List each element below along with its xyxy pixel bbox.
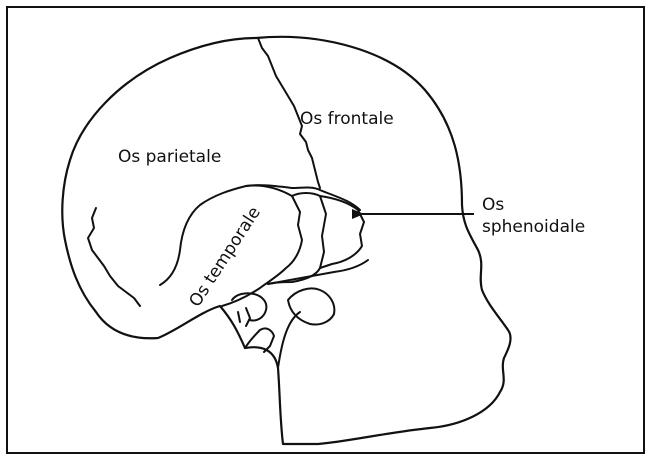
ear-inner [238,308,250,326]
label-os-sphenoidale-line1: Os [482,195,504,215]
temporal-upper-border [246,185,360,210]
lambdoid-suture [88,208,140,306]
label-os-frontale: Os frontale [300,109,394,129]
skull-outline [62,37,510,444]
mandible-condyle [288,288,334,324]
label-os-parietale: Os parietale [118,147,221,167]
label-os-sphenoidale-line2: sphenoidale [482,217,585,237]
lower-jaw-line [278,312,300,368]
